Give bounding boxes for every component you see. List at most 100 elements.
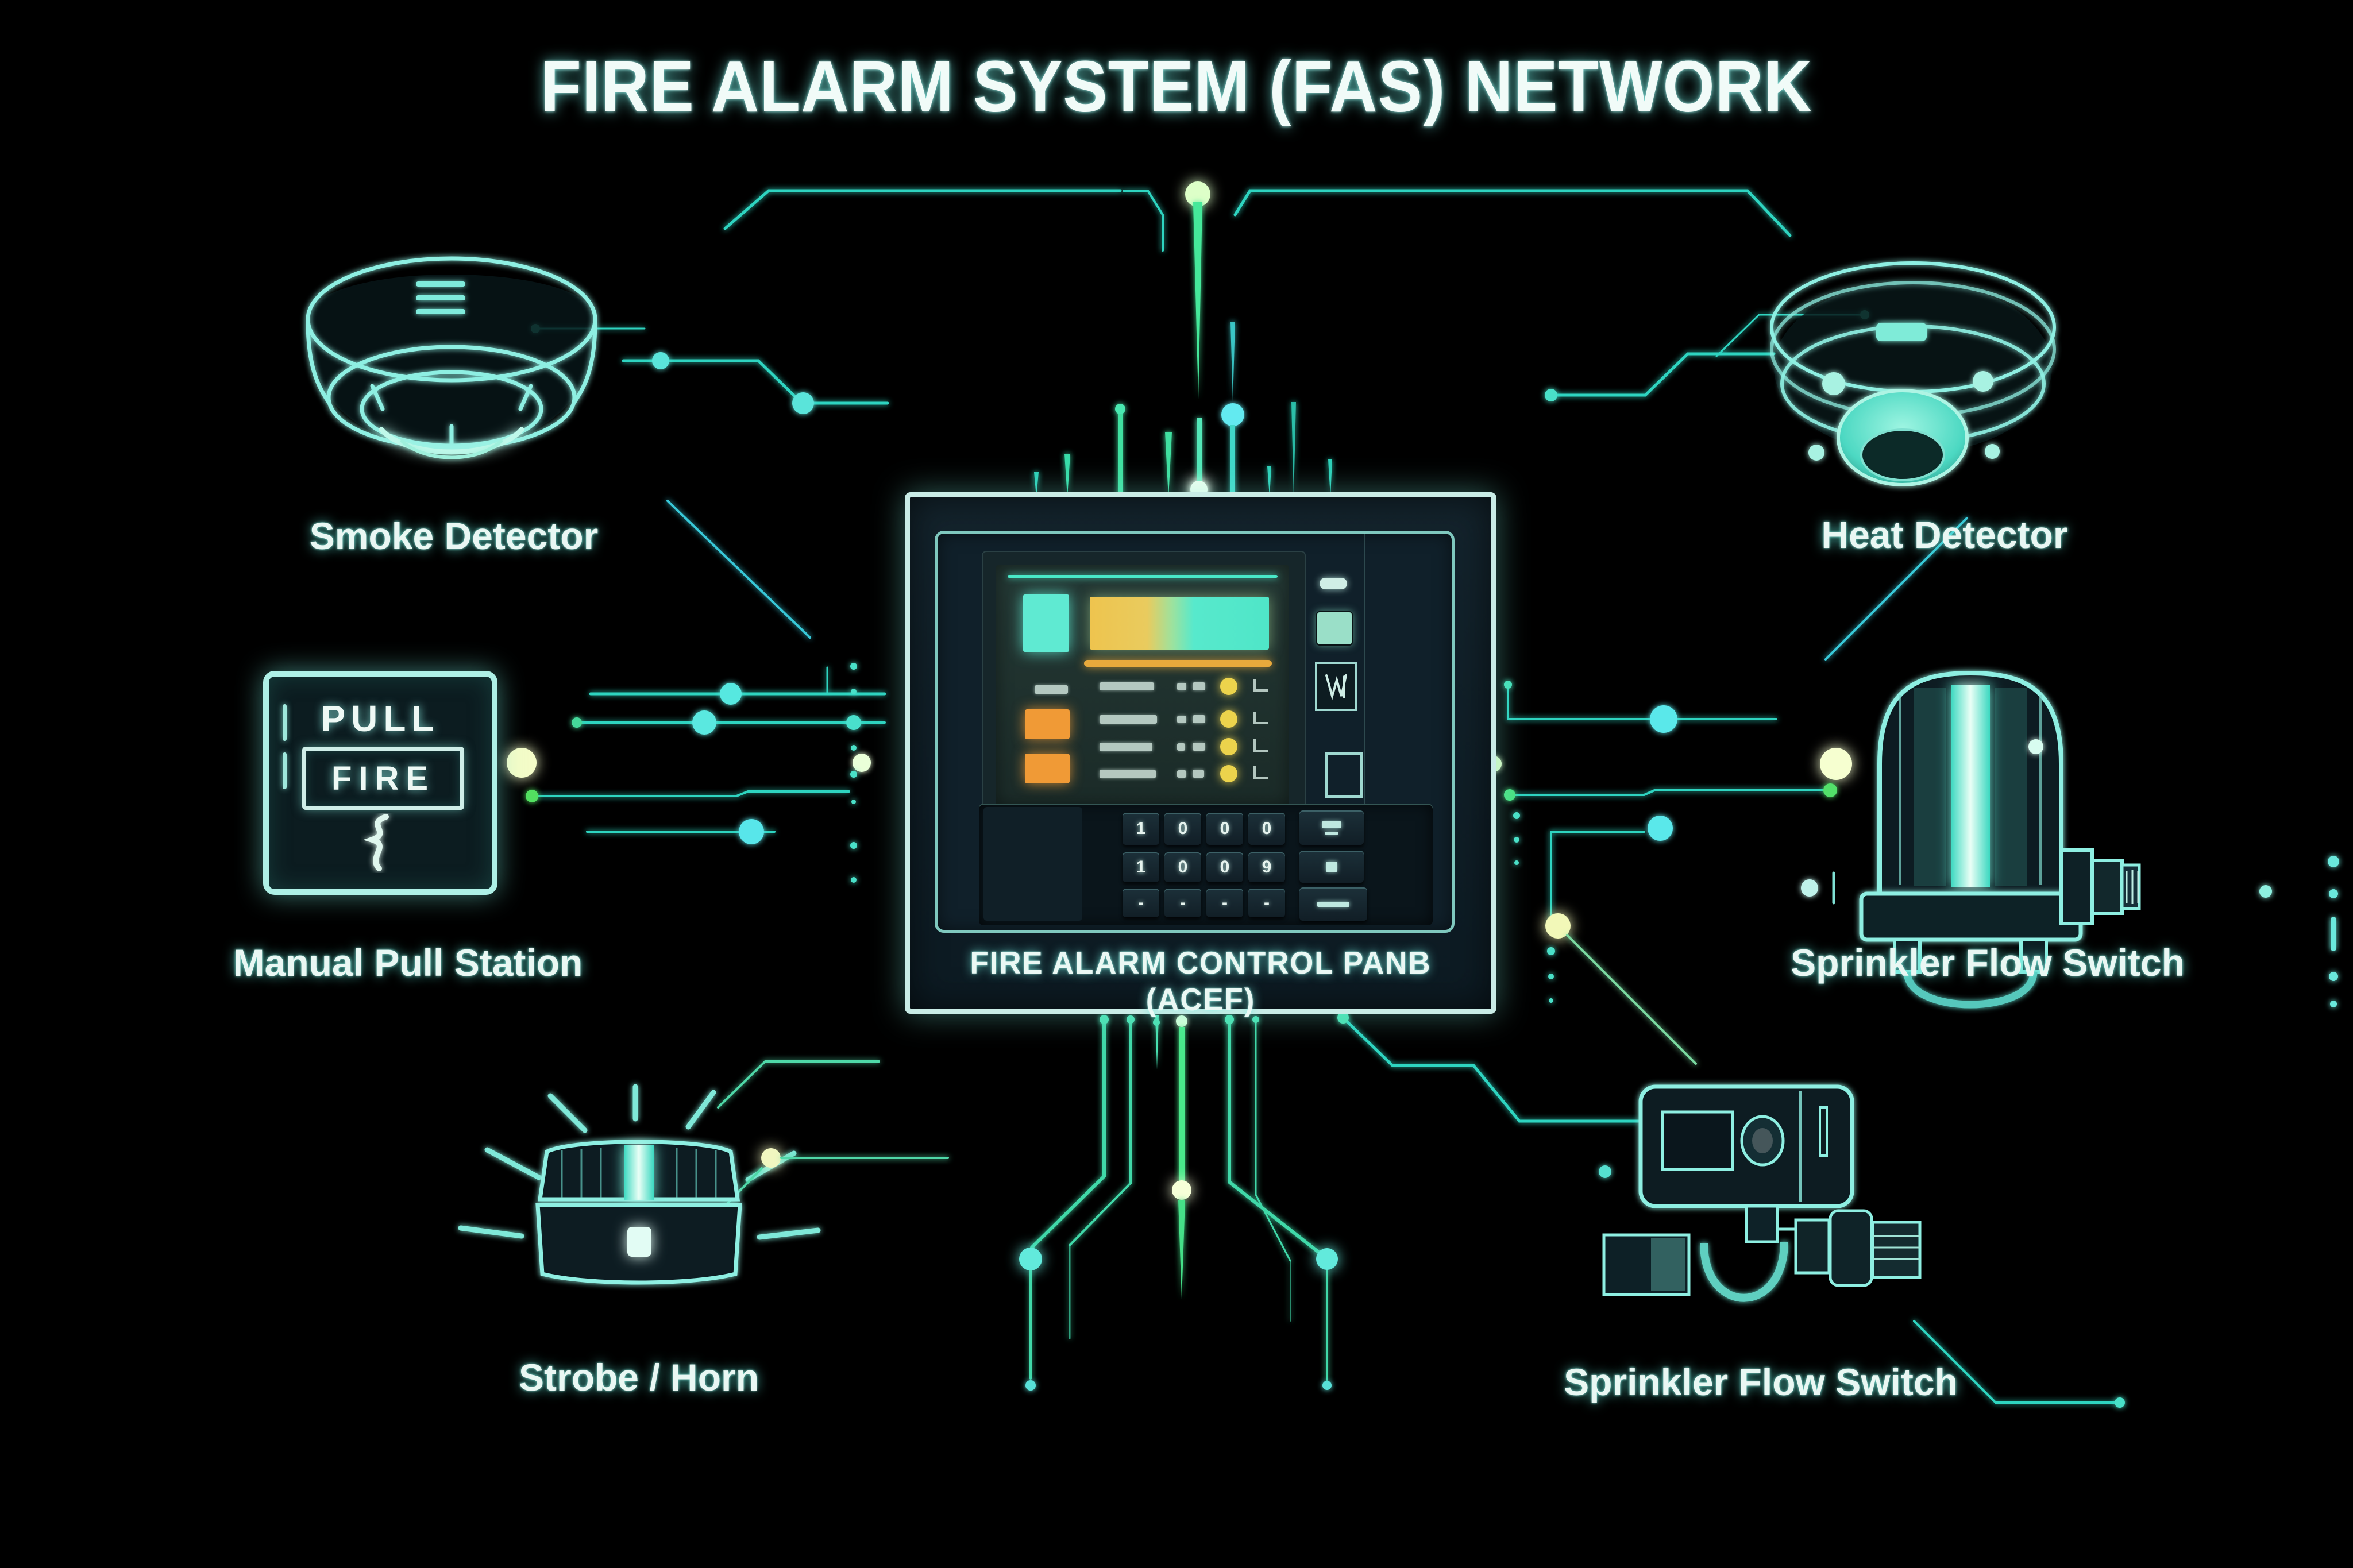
right-bus-traces bbox=[1507, 686, 1829, 926]
screen-glitch-text bbox=[1035, 685, 1068, 694]
sprinkler-flow-switch-bottom-icon bbox=[1602, 1084, 1922, 1302]
manual-pull-station[interactable]: PULL FIRE bbox=[263, 671, 497, 895]
left-bus-traces bbox=[533, 666, 886, 833]
key-label: 0 bbox=[1178, 858, 1188, 876]
pull-text: PULL bbox=[321, 698, 440, 739]
trunk-node bbox=[1185, 181, 1210, 207]
panel-square-button[interactable] bbox=[1325, 752, 1363, 798]
fire-alarm-control-panel: 1 0 0 0 1 0 0 9 - - - - FIRE ALARM CONTR… bbox=[905, 492, 1496, 1017]
screen-row-text bbox=[1100, 770, 1156, 778]
pull-tick bbox=[283, 752, 287, 789]
panel-keypad: 1 0 0 0 1 0 0 9 - - - - bbox=[979, 804, 1433, 925]
key-label: 0 bbox=[1178, 819, 1188, 838]
keypad-function-key[interactable] bbox=[1299, 810, 1364, 845]
keypad-key[interactable]: 0 bbox=[1206, 852, 1243, 882]
strobe-horn-label: Strobe / Horn bbox=[518, 1356, 759, 1399]
keypad-key[interactable]: - bbox=[1164, 889, 1201, 917]
panel-bottom-nubs bbox=[1100, 1012, 1349, 1069]
keypad-key[interactable]: 0 bbox=[1206, 813, 1243, 845]
key-icon bbox=[1325, 831, 1338, 835]
screen-row-value bbox=[1177, 716, 1186, 723]
lightning-icon bbox=[363, 814, 389, 871]
sprinkler-flow-switch-bottom-label: Sprinkler Flow Switch bbox=[1564, 1361, 1958, 1403]
screen-row-mark bbox=[1253, 712, 1268, 724]
indicator-pill bbox=[1320, 578, 1347, 589]
keypad-key[interactable]: 9 bbox=[1248, 852, 1285, 882]
smoke-detector-vents bbox=[416, 281, 465, 314]
key-label: - bbox=[1264, 893, 1270, 912]
keypad-key[interactable]: 0 bbox=[1248, 813, 1285, 845]
strobe-horn-icon bbox=[535, 1140, 742, 1285]
key-label: 0 bbox=[1220, 819, 1230, 838]
sprinkler-flow-switch-right-icon bbox=[1801, 670, 2141, 1009]
key-label: 9 bbox=[1262, 858, 1272, 876]
top-trunk-trace bbox=[723, 189, 1792, 252]
panel-screen bbox=[996, 565, 1289, 806]
key-label: 0 bbox=[1262, 819, 1272, 838]
status-led bbox=[1220, 678, 1237, 695]
keypad-key[interactable]: - bbox=[1248, 889, 1285, 917]
key-label: - bbox=[1138, 893, 1144, 912]
screen-row-text bbox=[1100, 715, 1157, 724]
keypad-enter-key[interactable] bbox=[1299, 887, 1367, 921]
keypad-function-key[interactable] bbox=[1299, 851, 1364, 883]
screen-row-text bbox=[1100, 743, 1152, 751]
panel-display-box[interactable] bbox=[1315, 662, 1357, 711]
panel-control-column bbox=[1315, 551, 1363, 849]
keypad-key[interactable]: 0 bbox=[1164, 813, 1201, 845]
smoke-traces bbox=[538, 327, 889, 639]
screen-status-block bbox=[1023, 594, 1069, 652]
status-led bbox=[1220, 765, 1237, 782]
screen-row-value bbox=[1193, 743, 1205, 751]
heat-detector-leds bbox=[1808, 371, 2000, 461]
heat-detector-icon bbox=[1770, 261, 2056, 486]
keypad-ledge bbox=[983, 807, 1082, 921]
screen-topline bbox=[1008, 575, 1278, 578]
left-dotted-column bbox=[850, 663, 857, 883]
keypad-key[interactable]: - bbox=[1206, 889, 1243, 917]
strobe-links bbox=[717, 1060, 949, 1214]
key-icon bbox=[1322, 821, 1341, 828]
trunk-needle bbox=[1193, 202, 1202, 399]
right-dotted-columns bbox=[1513, 812, 1555, 1003]
screen-alert-underline bbox=[1084, 660, 1272, 667]
screen-alert-bar bbox=[1090, 597, 1269, 650]
zone-indicator-2 bbox=[1025, 754, 1070, 783]
zone-indicator-1 bbox=[1025, 709, 1070, 739]
key-label: - bbox=[1180, 893, 1186, 912]
screen-row-mark bbox=[1253, 766, 1268, 779]
page-title: FIRE ALARM SYSTEM (FAS) NETWORK bbox=[541, 46, 1812, 127]
sprinkler-flow-switch-right-label: Sprinkler Flow Switch bbox=[1791, 941, 2185, 984]
screen-row-mark bbox=[1253, 679, 1268, 692]
screen-row-value bbox=[1177, 683, 1186, 690]
keypad-key[interactable]: 0 bbox=[1164, 852, 1201, 882]
screen-row-value bbox=[1177, 770, 1186, 778]
keypad-key[interactable]: 1 bbox=[1123, 852, 1159, 882]
key-icon bbox=[1326, 862, 1337, 872]
pull-tick bbox=[283, 704, 287, 741]
panel-bottom-traces bbox=[1029, 1016, 1640, 1381]
heat-detector-label: Heat Detector bbox=[1821, 513, 2068, 556]
fire-text: FIRE bbox=[331, 759, 435, 797]
panel-button[interactable] bbox=[1316, 611, 1353, 646]
screen-row-value bbox=[1193, 715, 1205, 723]
screen-row-mark bbox=[1253, 739, 1268, 752]
smoke-detector-label: Smoke Detector bbox=[309, 515, 599, 557]
panel-top-needles bbox=[1034, 322, 1332, 499]
key-icon bbox=[1317, 901, 1349, 907]
screen-row-text bbox=[1100, 682, 1154, 690]
keypad-key[interactable]: - bbox=[1123, 889, 1159, 917]
panel-seam bbox=[1364, 533, 1365, 924]
right-edge-dots bbox=[2328, 856, 2339, 1007]
screen-row-value bbox=[1177, 743, 1185, 751]
key-label: 1 bbox=[1136, 819, 1146, 838]
status-led bbox=[1220, 710, 1237, 728]
screen-row-value bbox=[1193, 682, 1205, 690]
panel-label: FIRE ALARM CONTROL PANB (ACEF) bbox=[970, 945, 1432, 1017]
keypad-key[interactable]: 1 bbox=[1123, 813, 1159, 845]
key-label: 0 bbox=[1220, 858, 1230, 876]
key-label: 1 bbox=[1136, 858, 1146, 876]
manual-pull-station-label: Manual Pull Station bbox=[233, 941, 583, 984]
